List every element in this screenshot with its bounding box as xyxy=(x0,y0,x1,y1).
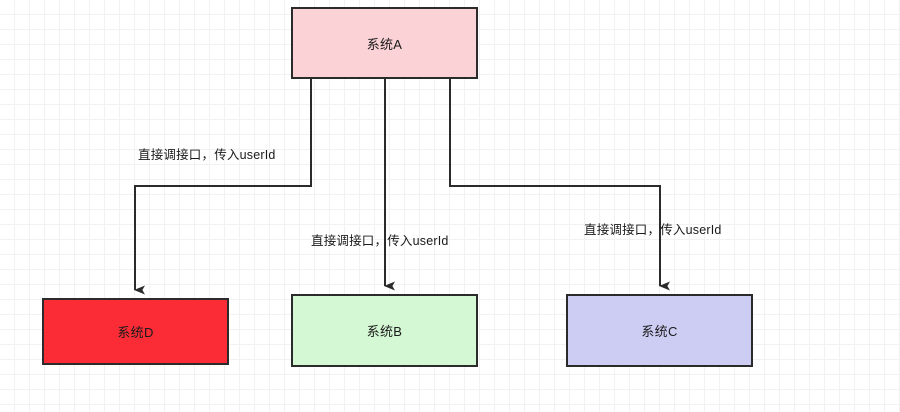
node-system-d[interactable]: 系统D xyxy=(42,298,229,365)
edge-label-a-to-b: 直接调接口，传入userId xyxy=(311,234,449,248)
node-label: 系统C xyxy=(641,324,678,339)
edge-label-a-to-c: 直接调接口，传入userId xyxy=(584,223,722,237)
node-system-b[interactable]: 系统B xyxy=(291,294,478,367)
node-system-a[interactable]: 系统A xyxy=(291,7,478,79)
node-label: 系统B xyxy=(366,324,403,339)
node-label: 系统D xyxy=(117,325,154,340)
edge-a-to-d xyxy=(134,79,312,295)
node-label: 系统A xyxy=(366,36,403,52)
node-system-c[interactable]: 系统C xyxy=(566,294,753,367)
edge-a-to-c xyxy=(449,79,670,291)
edge-label-a-to-d: 直接调接口，传入userId xyxy=(138,148,276,162)
